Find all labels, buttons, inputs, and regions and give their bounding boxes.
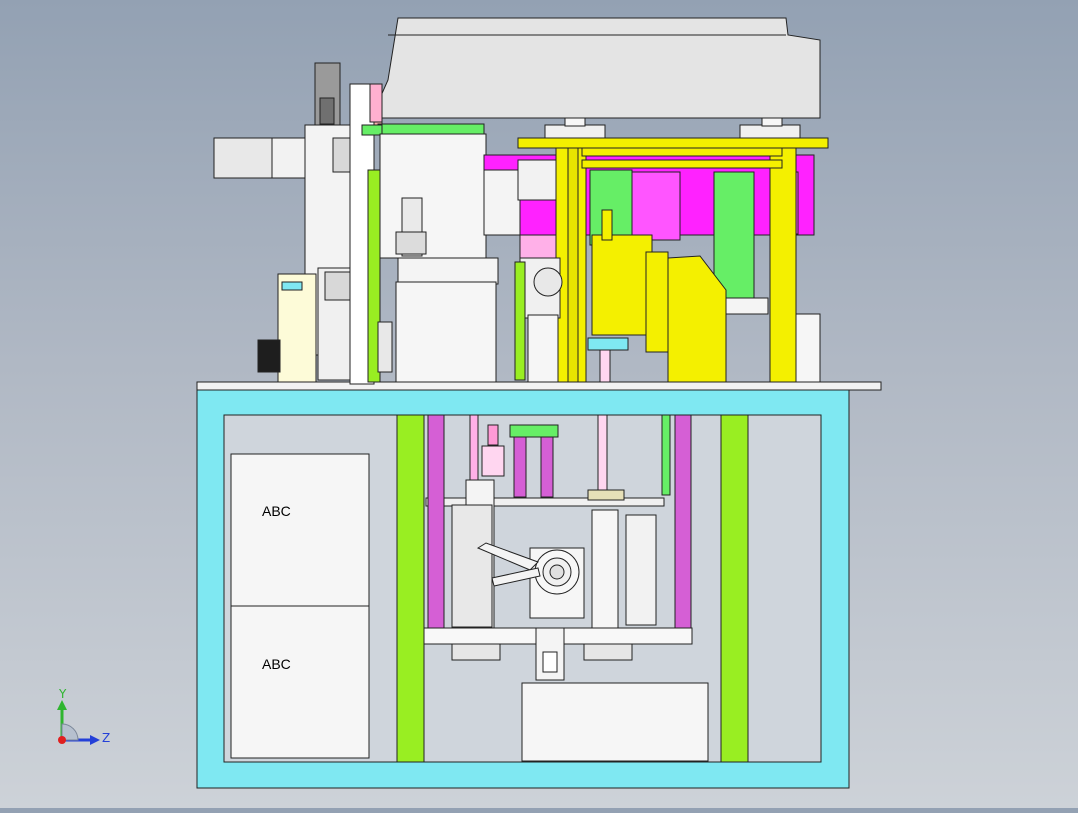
cabinet-label-lower: ABC: [262, 656, 291, 672]
base-plate: [196, 381, 882, 391]
left-motor-group: [213, 62, 363, 383]
right-assembly: [483, 117, 829, 383]
y-axis-label: Y: [59, 687, 67, 701]
axis-triad: Y Z: [50, 687, 120, 752]
central-block: [361, 123, 499, 383]
electrical-panel-lower: [230, 605, 370, 759]
green-rail-left: [396, 414, 425, 763]
green-rail-right: [720, 414, 749, 763]
lower-mechanism: [423, 414, 693, 681]
electrical-panel-upper: [230, 453, 370, 607]
triad-arrows-icon: [57, 700, 100, 745]
control-box: [521, 682, 709, 762]
z-axis-label: Z: [102, 731, 111, 745]
cabinet-label-upper: ABC: [262, 503, 291, 519]
top-hood: [367, 17, 821, 126]
